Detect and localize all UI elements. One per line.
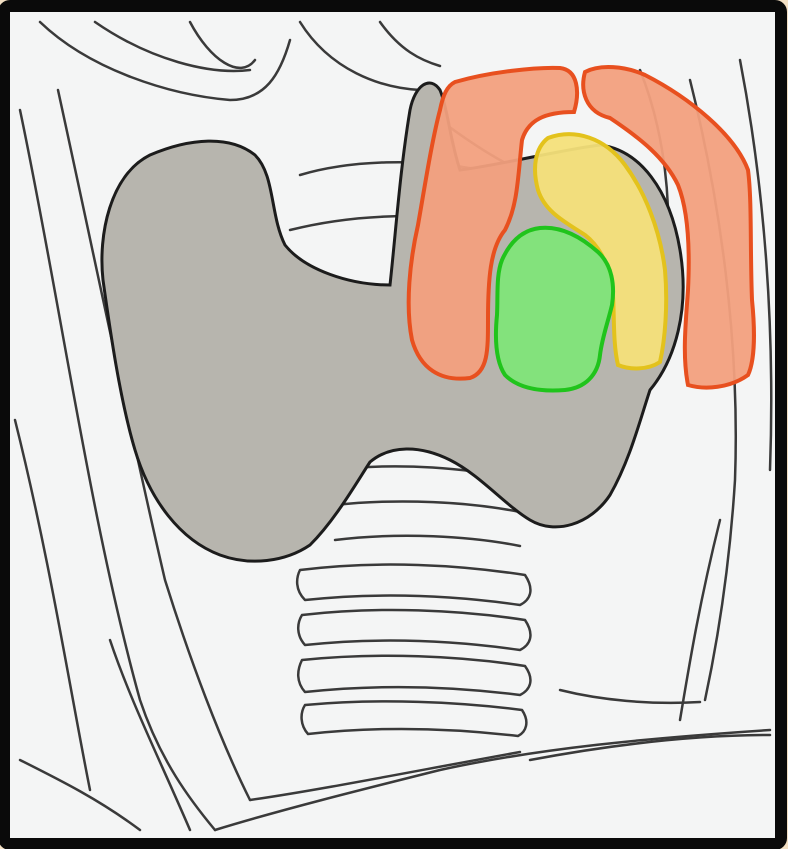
green-region xyxy=(496,228,613,391)
